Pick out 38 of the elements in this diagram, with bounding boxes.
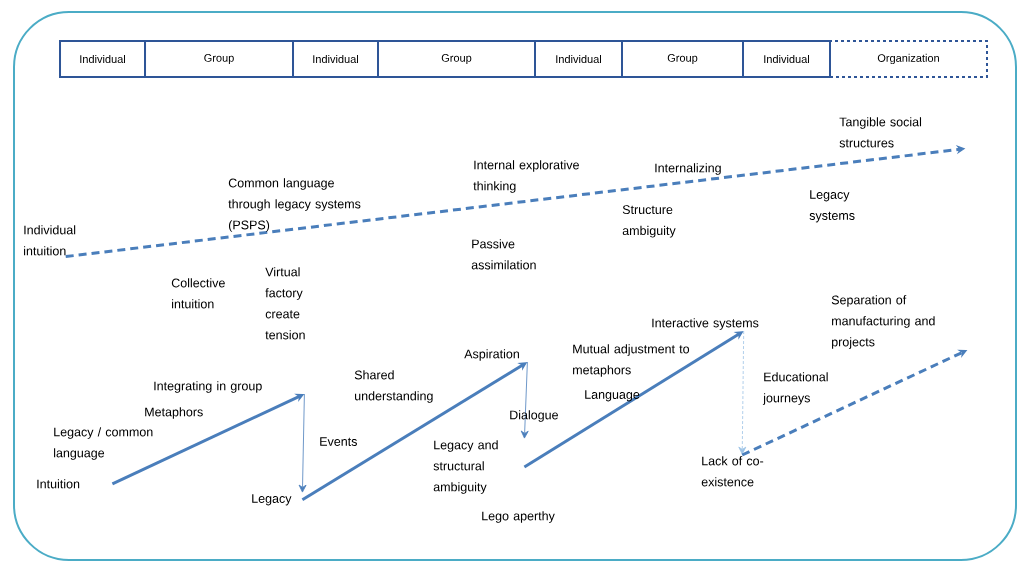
annotation-text: Virtual factory create tension (265, 267, 305, 340)
stage-box: Group (377, 40, 536, 78)
stage-label: Integrating in group (154, 381, 262, 393)
arrow (520, 361, 529, 439)
stage-box: Individual (292, 40, 379, 78)
stage-box: Individual (59, 40, 146, 78)
annotation-text: Dialogue (510, 410, 558, 422)
annotation-text: Internal explorative thinking (473, 160, 579, 193)
annotation-text: Legacy / common language (54, 427, 153, 460)
annotation-text: Collective intuition (171, 278, 225, 309)
annotation-text: Legacy systems (809, 190, 855, 223)
annotation-text: Lego aperthy (482, 511, 555, 523)
stage-box: Group (144, 40, 294, 78)
stage-label: Legacy (252, 494, 292, 506)
annotation-text: Internalizing (655, 163, 721, 175)
annotation-text: Structure ambiguity (622, 205, 676, 238)
annotation-text: Shared understanding (354, 370, 433, 403)
stage-label: Intuition (37, 479, 80, 489)
stage-label: Interactive systems (652, 318, 759, 330)
stage-label: Separation of manufacturing and projects (831, 295, 935, 349)
stage-label: Aspiration (464, 349, 519, 361)
stage-box: Individual (742, 40, 831, 78)
annotation-text: Mutual adjustment to metaphors (573, 344, 690, 377)
annotation-text: Educational journeys (762, 372, 828, 405)
stage-box: Organization (829, 40, 988, 78)
stage-label: Legacy and structural ambiguity (433, 440, 498, 494)
annotation-text: Events (320, 437, 357, 446)
stage-label: Individual intuition (24, 225, 76, 256)
stage-label: Lack of co-existence (701, 456, 764, 487)
annotation-text: Common language through legacy systems (PSPS) (228, 178, 361, 232)
stage-box: Individual (534, 40, 623, 78)
stage-label: Tangible social structures (839, 117, 922, 148)
annotation-text: Passive assimilation (471, 239, 536, 270)
arrow (298, 393, 307, 493)
annotation-text: Language (585, 390, 640, 402)
annotation-text: Metaphors (145, 407, 203, 419)
arrow (738, 330, 747, 455)
stage-box: Group (621, 40, 744, 78)
